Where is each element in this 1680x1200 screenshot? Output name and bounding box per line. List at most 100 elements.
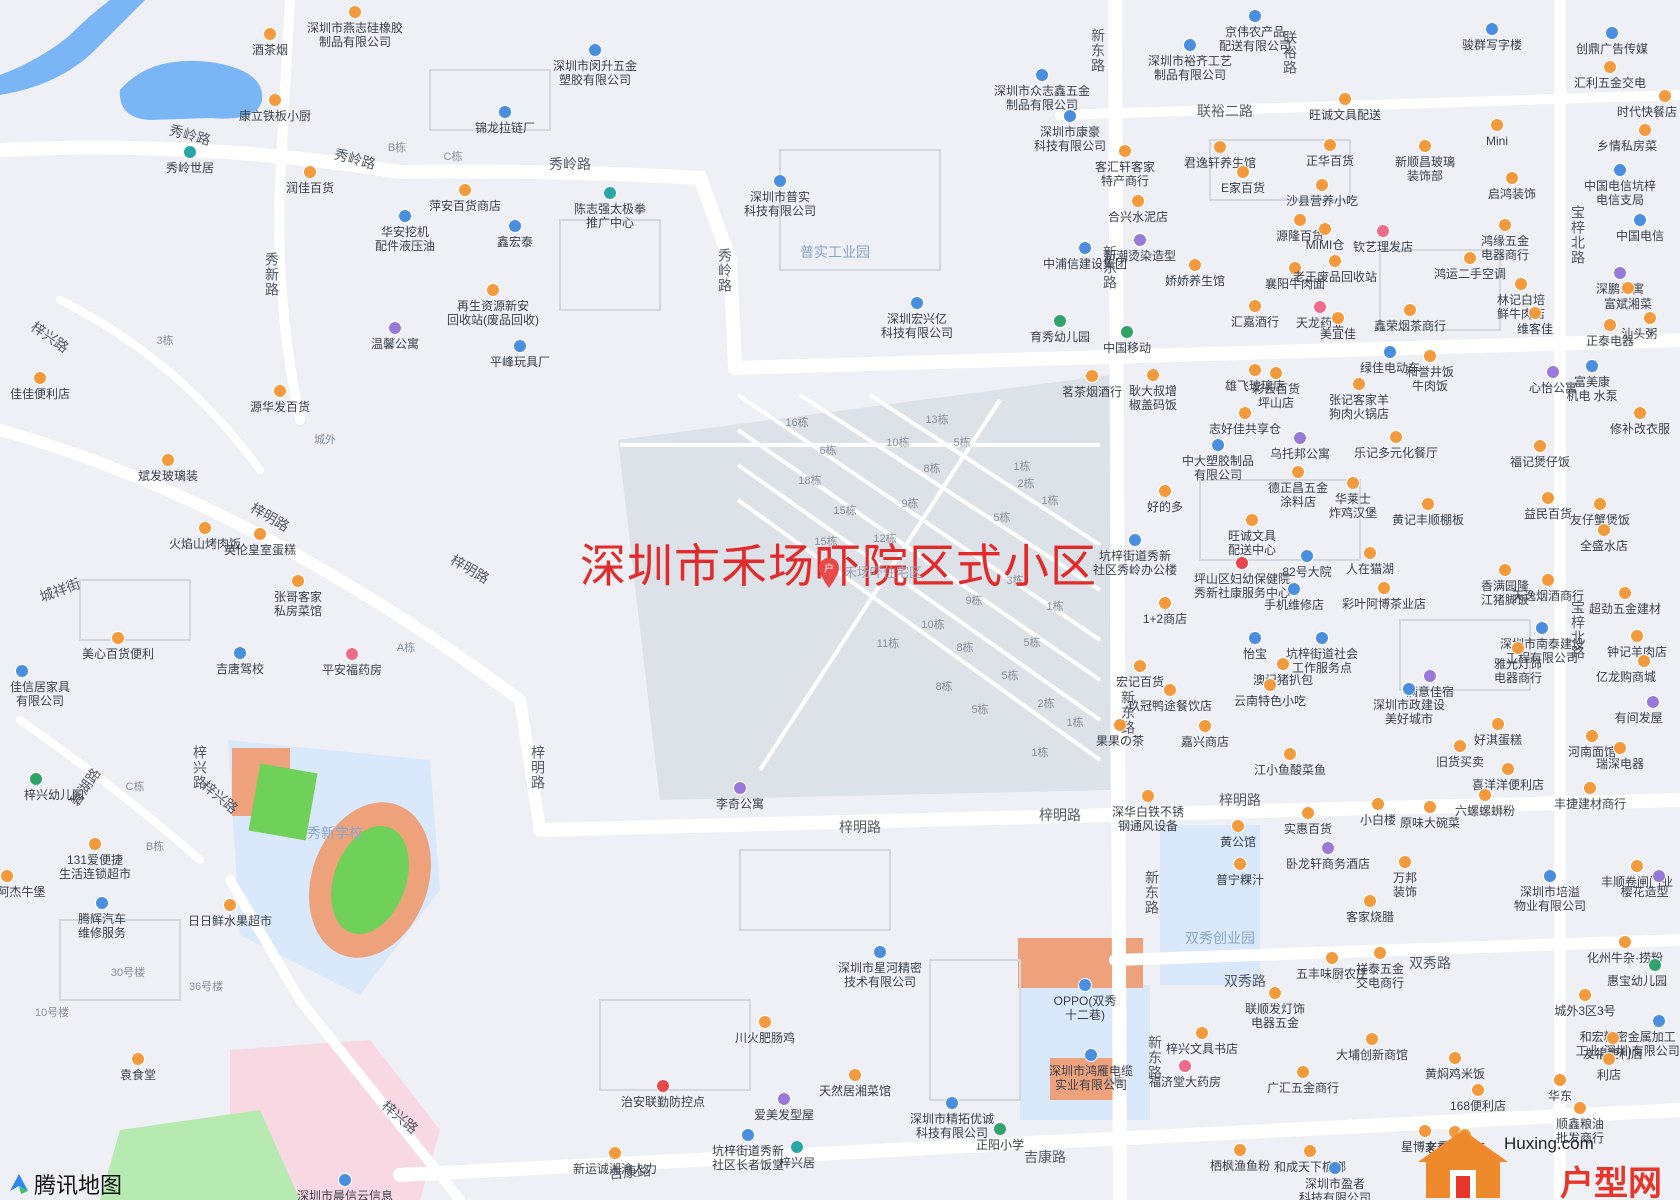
poi-marker-icon[interactable] [348, 5, 362, 19]
poi-marker-icon[interactable] [1248, 363, 1262, 377]
poi-marker-icon[interactable] [1293, 213, 1307, 227]
poi-marker-icon[interactable] [1238, 406, 1252, 420]
poi-marker-icon[interactable] [1423, 669, 1437, 683]
poi-marker-icon[interactable] [773, 174, 787, 188]
poi-marker-icon[interactable] [1485, 22, 1499, 36]
poi-marker-icon[interactable] [1235, 556, 1249, 570]
poi-marker-icon[interactable] [1585, 729, 1599, 743]
poi-marker-icon[interactable] [1605, 26, 1619, 40]
poi-marker-icon[interactable] [268, 93, 282, 107]
poi-marker-icon[interactable] [111, 631, 125, 645]
poi-marker-icon[interactable] [1421, 497, 1435, 511]
poi-marker-icon[interactable] [1128, 533, 1142, 547]
poi-marker-icon[interactable] [15, 664, 29, 678]
poi-marker-icon[interactable] [1418, 139, 1432, 153]
poi-marker-icon[interactable] [1328, 1161, 1342, 1175]
poi-marker-icon[interactable] [603, 186, 617, 200]
poi-marker-icon[interactable] [1418, 1124, 1432, 1138]
poi-marker-icon[interactable] [1063, 109, 1077, 123]
poi-marker-icon[interactable] [1541, 573, 1555, 587]
poi-marker-icon[interactable] [1035, 68, 1049, 82]
poi-marker-icon[interactable] [1630, 629, 1644, 643]
poi-marker-icon[interactable] [1263, 678, 1277, 692]
poi-marker-icon[interactable] [848, 1068, 862, 1082]
poi-marker-icon[interactable] [1463, 251, 1477, 265]
poi-marker-icon[interactable] [1283, 747, 1297, 761]
poi-marker-icon[interactable] [486, 283, 500, 297]
poi-marker-icon[interactable] [1643, 311, 1657, 325]
poi-marker-icon[interactable] [1383, 345, 1397, 359]
poi-marker-icon[interactable] [1323, 138, 1337, 152]
poi-marker-icon[interactable] [1133, 233, 1147, 247]
poi-marker-icon[interactable] [1183, 38, 1197, 52]
poi-marker-icon[interactable] [183, 145, 197, 159]
poi-marker-icon[interactable] [1511, 641, 1525, 655]
poi-marker-icon[interactable] [1423, 800, 1437, 814]
poi-marker-icon[interactable] [1543, 869, 1557, 883]
poi-marker-icon[interactable] [223, 898, 237, 912]
poi-marker-icon[interactable] [1618, 586, 1632, 600]
poi-marker-icon[interactable] [1296, 1065, 1310, 1079]
poi-marker-icon[interactable] [95, 896, 109, 910]
poi-marker-icon[interactable] [1268, 986, 1282, 1000]
poi-marker-icon[interactable] [1553, 1073, 1567, 1087]
poi-marker-icon[interactable] [1198, 719, 1212, 733]
poi-marker-icon[interactable] [1328, 254, 1342, 268]
poi-marker-icon[interactable] [1373, 946, 1387, 960]
poi-marker-icon[interactable] [1613, 163, 1627, 177]
poi-marker-icon[interactable] [345, 647, 359, 661]
poi-marker-icon[interactable] [1078, 241, 1092, 255]
poi-marker-icon[interactable] [1188, 258, 1202, 272]
poi-marker-icon[interactable] [29, 772, 43, 786]
poi-marker-icon[interactable] [1658, 89, 1672, 103]
poi-marker-icon[interactable] [458, 183, 472, 197]
poi-marker-icon[interactable] [993, 1122, 1007, 1136]
poi-marker-icon[interactable] [1248, 631, 1262, 645]
poi-marker-icon[interactable] [1365, 1032, 1379, 1046]
poi-marker-icon[interactable] [733, 781, 747, 795]
poi-marker-icon[interactable] [1621, 281, 1635, 295]
poi-marker-icon[interactable] [1535, 621, 1549, 635]
poi-marker-icon[interactable] [1163, 683, 1177, 697]
poi-marker-icon[interactable] [1131, 194, 1145, 208]
poi-marker-icon[interactable] [741, 1128, 755, 1142]
poi-marker-icon[interactable] [1498, 218, 1512, 232]
poi-marker-icon[interactable] [1646, 695, 1660, 709]
poi-marker-icon[interactable] [1648, 958, 1662, 972]
poi-marker-icon[interactable] [1331, 311, 1345, 325]
poi-marker-icon[interactable] [508, 219, 522, 233]
poi-marker-icon[interactable] [1233, 1143, 1247, 1157]
poi-marker-icon[interactable] [338, 1173, 352, 1187]
poi-marker-icon[interactable] [1546, 365, 1560, 379]
poi-marker-icon[interactable] [1195, 1026, 1209, 1040]
poi-marker-icon[interactable] [1448, 1051, 1462, 1065]
poi-marker-icon[interactable] [1490, 118, 1504, 132]
poi-marker-icon[interactable] [1578, 988, 1592, 1002]
poi-marker-icon[interactable] [758, 1015, 772, 1029]
poi-marker-icon[interactable] [1301, 806, 1315, 820]
poi-marker-icon[interactable] [1346, 476, 1360, 490]
poi-marker-icon[interactable] [1313, 300, 1327, 314]
poi-marker-icon[interactable] [1084, 1048, 1098, 1062]
poi-marker-icon[interactable] [1376, 224, 1390, 238]
poi-marker-icon[interactable] [303, 165, 317, 179]
poi-marker-icon[interactable] [1338, 92, 1352, 106]
poi-marker-icon[interactable] [1630, 859, 1644, 873]
poi-marker-icon[interactable] [1633, 406, 1647, 420]
poi-marker-icon[interactable] [291, 574, 305, 588]
poi-marker-icon[interactable] [198, 521, 212, 535]
poi-marker-icon[interactable] [1315, 178, 1329, 192]
poi-marker-icon[interactable] [1352, 377, 1366, 391]
poi-marker-icon[interactable] [608, 1146, 622, 1160]
poi-marker-icon[interactable] [1236, 165, 1250, 179]
poi-marker-icon[interactable] [1325, 951, 1339, 965]
poi-marker-icon[interactable] [1178, 1059, 1192, 1073]
poi-marker-icon[interactable] [273, 384, 287, 398]
poi-marker-icon[interactable] [945, 1096, 959, 1110]
poi-marker-icon[interactable] [1638, 123, 1652, 137]
poi-marker-icon[interactable] [1211, 438, 1225, 452]
poi-marker-icon[interactable] [1321, 841, 1335, 855]
poi-marker-icon[interactable] [131, 1052, 145, 1066]
poi-marker-icon[interactable] [161, 453, 175, 467]
poi-marker-icon[interactable] [1389, 430, 1403, 444]
